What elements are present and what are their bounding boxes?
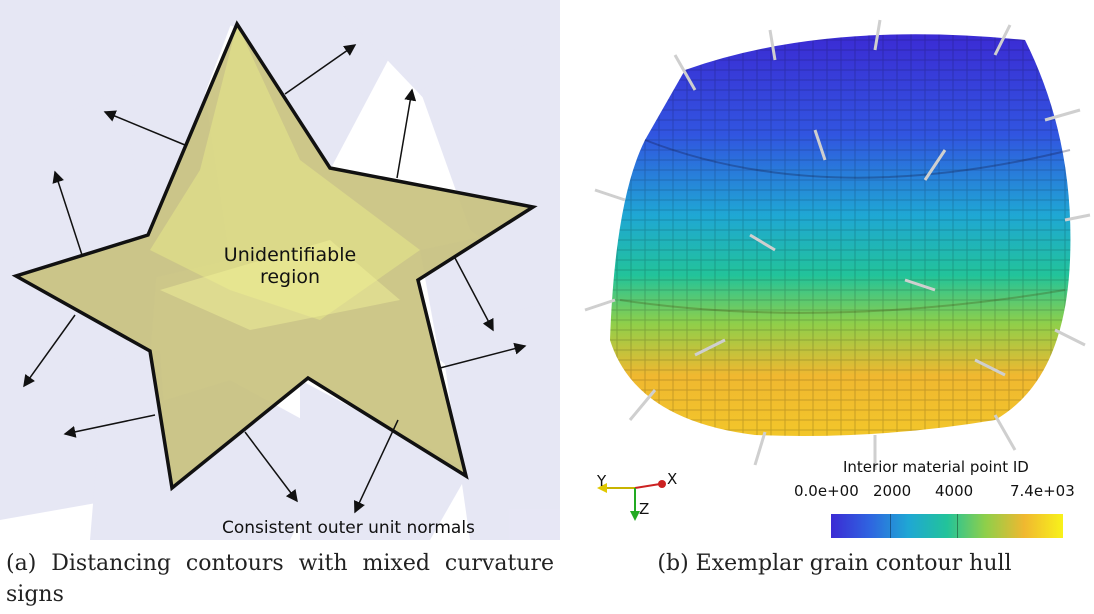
normal-vector <box>904 278 936 292</box>
caption-b: (b) Exemplar grain contour hull <box>657 551 1012 576</box>
region-label: Unidentifiable region <box>190 244 390 288</box>
panel-b-figure: Y X Z <box>575 0 1094 540</box>
contour-patch <box>420 220 560 460</box>
normal-arrow <box>454 257 494 332</box>
hull-shading-line <box>644 139 1071 179</box>
y-axis-arrowhead <box>597 483 607 493</box>
hull-shading-line <box>619 289 1066 314</box>
normal-arrow <box>244 431 298 503</box>
contour-patch <box>330 0 560 230</box>
normal-arrow <box>63 414 156 438</box>
x-axis-line <box>634 483 661 489</box>
z-axis-arrowhead <box>630 511 640 521</box>
normal-vectors <box>584 19 1091 470</box>
contour-patch <box>300 380 470 540</box>
normal-vector <box>594 188 626 202</box>
star-diagram <box>0 0 560 540</box>
normal-arrow <box>103 110 186 146</box>
normal-vector <box>584 298 616 312</box>
highlight-patch <box>160 240 400 330</box>
normal-vector <box>673 54 697 91</box>
contour-patch <box>420 30 560 300</box>
colorbar-tick <box>890 514 891 538</box>
normal-vector <box>813 129 827 161</box>
normal-vector <box>1064 213 1091 222</box>
normal-vector <box>993 414 1017 451</box>
contour-patch <box>440 300 560 540</box>
axes-triad <box>597 480 666 521</box>
colorbar-title: Interior material point ID <box>843 458 1029 476</box>
normal-arrows <box>23 44 527 514</box>
normal-vector <box>768 29 777 61</box>
normals-label: Consistent outer unit normals <box>222 518 475 538</box>
normal-vector <box>749 233 776 252</box>
star-shape <box>16 24 533 488</box>
normal-arrow <box>52 170 83 256</box>
contour-patch <box>0 90 150 280</box>
normal-vector <box>753 431 767 466</box>
hull-blocks <box>610 34 1071 437</box>
contour-patch <box>180 0 420 170</box>
colorbar-tick <box>957 514 958 538</box>
normal-arrow <box>354 419 399 514</box>
axis-z-label: Z <box>639 500 650 518</box>
normal-vector <box>628 389 657 421</box>
normal-arrow <box>439 342 527 369</box>
unidentifiable-region-highlight <box>150 24 420 320</box>
region-label-line2: region <box>259 266 321 288</box>
region-label-line1: Unidentifiable <box>223 244 357 266</box>
normal-arrow <box>23 314 76 388</box>
axis-x-label: X <box>667 470 678 488</box>
contour-patch <box>0 350 170 520</box>
contour-patch <box>0 0 240 270</box>
panel-a-figure: Unidentifiable region Consistent outer u… <box>0 0 560 540</box>
colorbar-tick-label: 0.0e+00 <box>794 482 859 500</box>
normal-vector <box>1044 108 1081 122</box>
normal-arrow <box>396 88 417 179</box>
axis-y-label: Y <box>597 472 607 490</box>
grain-hull-render <box>584 19 1091 521</box>
normal-vector <box>1054 328 1086 347</box>
normal-vector <box>993 24 1012 56</box>
caption-a: (a) Distancing contours with mixed curva… <box>6 551 554 607</box>
star-outline <box>11 20 538 492</box>
normal-vector <box>694 338 726 357</box>
normal-arrow <box>284 44 357 95</box>
x-axis-arrowhead <box>658 480 666 488</box>
colorbar-tick-label: 4000 <box>935 482 974 500</box>
colorbar <box>831 514 1063 538</box>
colorbar-tick-label: 2000 <box>873 482 912 500</box>
normal-vector <box>974 358 1006 377</box>
colorbar-tick-label: 7.4e+03 <box>1010 482 1075 500</box>
normal-vector <box>873 19 882 51</box>
normal-vector <box>923 149 947 181</box>
